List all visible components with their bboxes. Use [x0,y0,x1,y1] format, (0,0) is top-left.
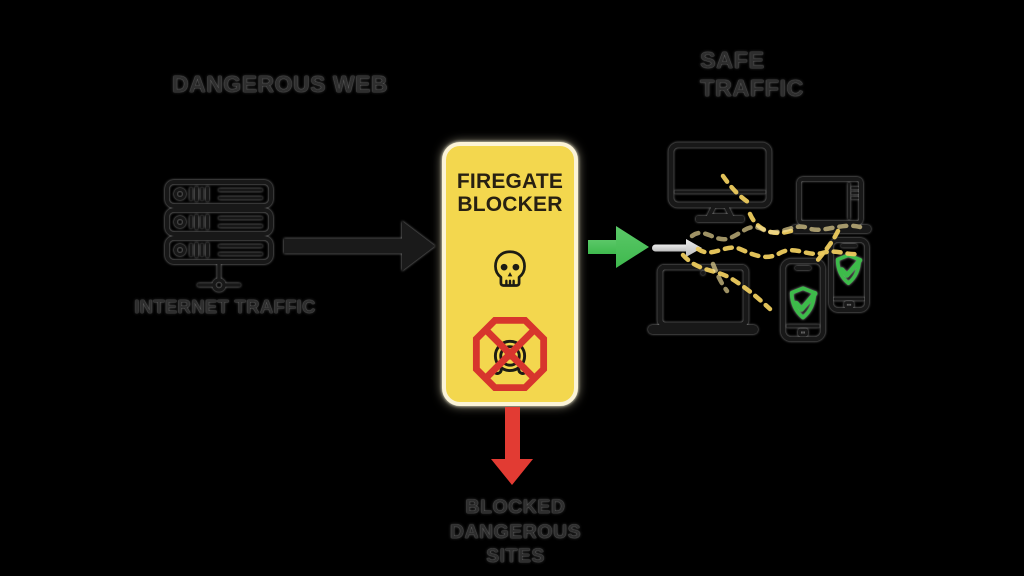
blocker-title-line1: FIREGATE [456,170,564,193]
black-arrow-icon [284,221,435,271]
blocked-line2: DANGEROUS [449,520,582,543]
skull-icon [490,249,530,289]
internet-traffic-label: INTERNET TRAFFIC [134,296,316,317]
shield-check-icon [789,286,818,320]
server-stack-icon [165,180,273,292]
gray-arrow-icon [652,239,702,257]
laptop-icon [648,265,758,334]
blocker-title-line2: BLOCKER [457,193,563,216]
blocked-line3: SITES [486,545,545,567]
safe-traffic-label: SAFE TRAFFIC [700,46,804,102]
blocked-dangerous-sites-label: BLOCKED DANGEROUS SITES [408,495,623,569]
smartphone-icon [780,258,826,342]
shield-check-icon [835,253,863,286]
firegate-blocker-box: FIREGATE BLOCKER [442,142,578,406]
firegate-blocker-title: FIREGATE BLOCKER [457,170,563,216]
red-arrow-icon [491,407,533,485]
traffic-squiggles [680,173,863,312]
monitor-icon [668,142,772,222]
safe-traffic-line1: SAFE [700,47,765,73]
blocked-webcam-icon [471,315,549,393]
green-arrow-icon [588,226,649,268]
smartphone-icon [829,238,869,312]
safe-traffic-line2: TRAFFIC [700,75,805,101]
blocked-line1: BLOCKED [465,496,566,518]
dangerous-web-label: DANGEROUS WEB [171,71,389,97]
